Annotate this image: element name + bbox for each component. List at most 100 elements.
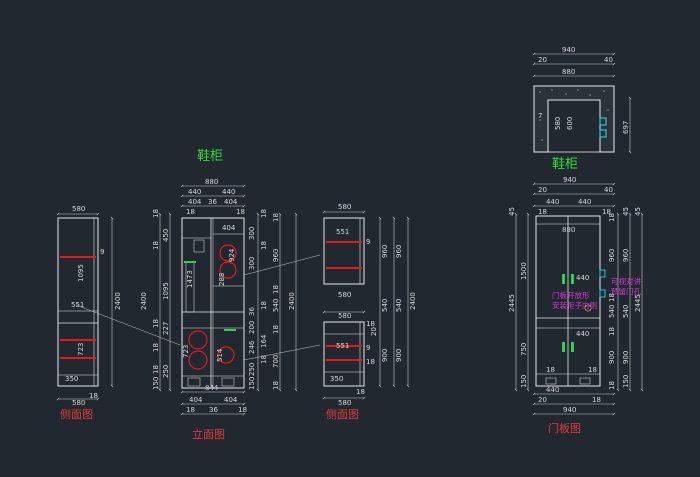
dim-text: 40 [604,186,613,194]
dim-text: 540 [272,299,280,312]
dim-text: 18 [236,208,245,216]
dim-text: 940 [563,176,576,184]
dim-text: 250 [162,365,170,378]
dim-text: 723 [77,343,85,356]
dim-text: 540 [622,305,630,318]
side-left-cabinet-outline [57,217,99,387]
dim-text: 2400 [288,292,296,310]
dim-text: 924 [228,248,236,262]
dim-text: 18 [152,365,160,374]
dim-text: 1473 [186,270,194,288]
dim-text: 18 [260,355,268,364]
dim-text: 2400 [409,292,417,310]
dim-text: 700 [272,355,280,368]
dim-text: 540 [395,299,403,312]
dim-text: 2445 [634,294,642,312]
dim-text: 2445 [508,294,516,312]
dim-text: 18 [546,366,555,374]
dim-text: 18 [608,293,616,302]
plan-view: 940 20 40 880 7 580 600 697 鞋柜 [532,46,632,172]
dim-text: 580 [338,291,351,299]
dim-text: 18 [356,388,365,396]
elevation-circle-red [188,350,208,370]
dim-text: 18 [152,241,160,250]
dim-text: 350 [330,375,343,383]
dim-text: 20 [538,56,547,64]
annotation-magenta: 安装柜子内侧 [552,300,597,310]
side-right-upper-outline [323,217,365,285]
dim-text: 960 [272,249,280,262]
dim-text: 150 [248,377,256,390]
dim-text: 18 [89,392,98,400]
dim-text: 18 [152,343,160,352]
dim-text: 723 [182,345,190,358]
dim-text: 288 [218,273,226,286]
dim-text: 2400 [114,292,122,310]
dim-text: 18 [152,209,160,218]
dim-text: 200 [248,321,256,334]
dim-text: 404 [188,198,202,206]
dim-text: 440 [222,188,235,196]
dim-text: 150 [152,377,160,390]
dim-text: 18 [272,381,280,390]
dim-text: 440 [578,198,591,206]
dim-text: 7 [538,112,542,120]
dim-text: 18 [260,209,268,218]
elevation-circle-red [188,330,208,350]
dim-text: 440 [576,274,589,282]
side-view-right: 580 551 9 580 580 18 551 9 18 350 18 580… [322,203,417,421]
dim-text: 697 [622,121,630,134]
dim-text: 1095 [162,282,170,300]
door-panel-view: 门板开放形 安装柜子内侧 可视对讲 预留门孔 940 20 40 440 440… [508,176,644,435]
dim-text: 18 [608,381,616,390]
dim-text: 18 [272,325,280,334]
shoe-cabinet-title-center: 鞋柜 [197,148,223,164]
dim-text: 150 [520,375,528,388]
plan-hinge-cyan [599,129,607,138]
dim-text: 900 [608,351,616,364]
dim-text: 440 [546,198,559,206]
dim-text: 246 [248,340,256,354]
dim-text: 450 [162,229,170,242]
side-view-left: 580 580 551 350 18 9 1095 723 2400 侧面图 [56,205,181,421]
dim-text: 36 [208,198,217,206]
dim-text: 580 [338,399,351,407]
plan-hinge-cyan [599,117,607,126]
door-handle-green [571,342,574,352]
door-handle-green [562,274,565,284]
dim-text: 18 [260,301,268,310]
dim-text: 20 [370,327,378,336]
dim-text: 36 [248,307,256,316]
dim-text: 404 [222,224,236,232]
peephole-mark [584,304,592,312]
dim-text: 580 [72,399,85,407]
shoe-cabinet-title-right: 鞋柜 [552,156,578,172]
dim-text: 18 [592,396,601,404]
dim-text: 1095 [77,264,85,282]
elevation-circle-red [219,244,237,262]
dim-text: 9 [366,238,370,246]
dim-text: 18 [602,208,611,216]
dim-text: 40 [604,56,613,64]
dim-text: 880 [562,68,575,76]
dim-text: 18 [272,213,280,222]
dim-text: 880 [205,178,218,186]
dim-text: 227 [162,322,170,335]
dim-text: 350 [65,375,78,383]
door-handle-green [571,274,574,284]
dim-text: 18 [152,319,160,328]
dim-text: 18 [366,358,375,366]
dim-text: 940 [563,406,576,414]
dim-text: 404 [224,396,238,404]
annotation-magenta: 门板开放形 [552,290,590,300]
annotation-magenta: 预留门孔 [611,286,641,296]
dim-text: 18 [588,366,597,374]
dim-text: 514 [216,348,224,362]
elevation-circle-red [219,261,237,279]
dim-text: 844 [205,384,219,392]
dim-text: 551 [336,342,349,350]
door-handle-green [562,342,565,352]
dim-text: 960 [622,249,630,262]
dim-text: 600 [566,117,574,130]
